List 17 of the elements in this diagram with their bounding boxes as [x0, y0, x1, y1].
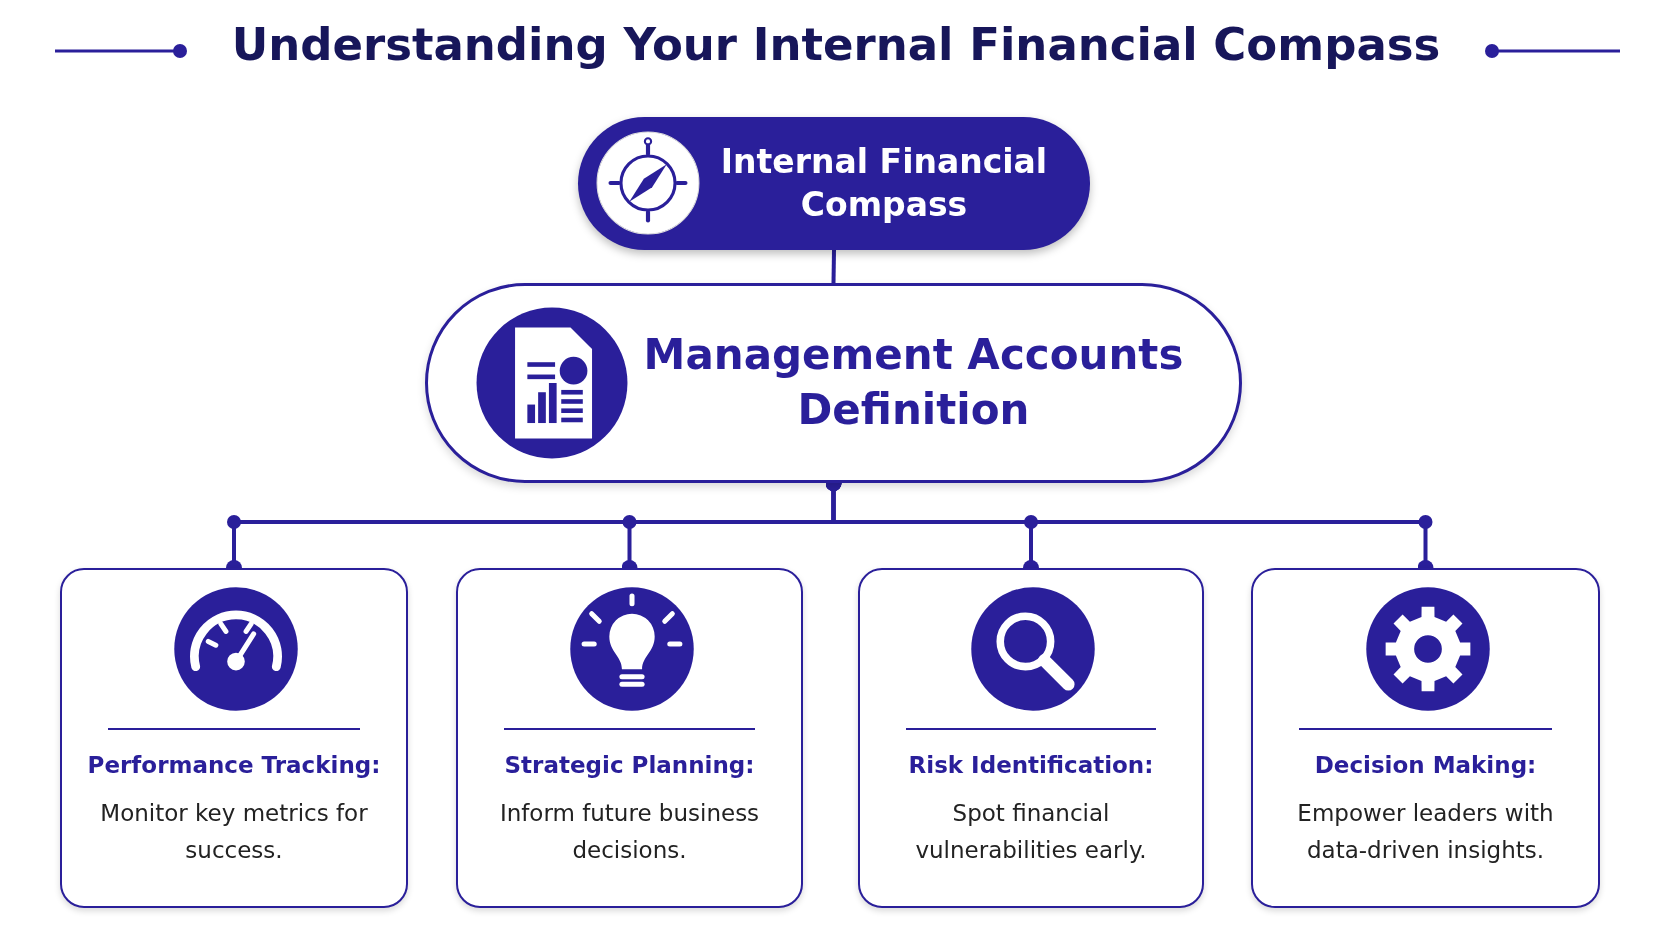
- node-title: Management Accounts Definition: [642, 329, 1185, 436]
- root-pill: [578, 117, 1090, 250]
- card-heading: Decision Making:: [1313, 752, 1538, 778]
- benefit-card: [60, 568, 408, 908]
- card-description: Spot financial vulnerabilities early.: [914, 799, 1148, 865]
- card-heading: Risk Identification:: [907, 752, 1155, 778]
- connector-line: [831, 249, 836, 284]
- card-heading: Performance Tracking:: [86, 752, 382, 778]
- benefit-card: [456, 568, 803, 908]
- card-heading: Strategic Planning:: [503, 752, 756, 778]
- title: Understanding Your Internal Financial Compass: [230, 18, 1442, 71]
- benefit-card: [858, 568, 1204, 908]
- card-description: Empower leaders with data-driven insights.: [1296, 799, 1555, 865]
- benefit-card: [1251, 568, 1600, 908]
- card-description: Monitor key metrics for success.: [99, 799, 369, 865]
- node-title: Internal Financial Compass: [719, 140, 1049, 226]
- card-description: Inform future business decisions.: [498, 799, 761, 865]
